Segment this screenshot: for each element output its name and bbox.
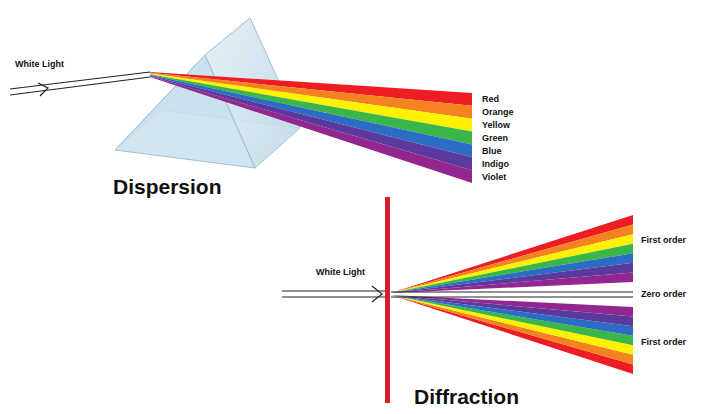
spectrum-band — [391, 295, 633, 364]
zero-order-beam — [391, 292, 633, 297]
color-label: Orange — [482, 108, 514, 117]
spectrum-band — [391, 244, 633, 293]
spectrum-band — [150, 75, 472, 157]
beam-line — [391, 297, 633, 298]
color-label: Indigo — [482, 160, 509, 169]
spectrum-band — [391, 253, 633, 293]
spectrum-band — [391, 295, 633, 326]
beam-arrowhead — [38, 83, 48, 96]
spectrum-band — [391, 295, 633, 374]
spectrum-band — [391, 234, 633, 293]
prism-front-face — [115, 55, 255, 168]
spectrum-band — [391, 263, 633, 293]
spectrum-band — [150, 74, 472, 144]
spectrum-band — [391, 295, 633, 336]
spectrum-band — [150, 76, 472, 183]
white-light-beam — [10, 72, 150, 96]
spectrum-band — [391, 272, 633, 293]
beam-line — [282, 290, 385, 291]
color-label: Blue — [482, 147, 502, 156]
beam-label: White Light — [15, 60, 64, 69]
beam-arrowhead — [372, 286, 382, 302]
white-light-beam — [282, 286, 385, 302]
spectrum-band — [150, 76, 472, 171]
spectrum-band — [391, 295, 633, 345]
color-label: Violet — [482, 173, 506, 182]
color-label: Yellow — [482, 121, 510, 130]
order-label: First order — [641, 236, 686, 245]
spectrum-band — [391, 225, 633, 293]
spectrum-band — [391, 295, 633, 317]
section-title: Dispersion — [113, 176, 222, 197]
section-title: Diffraction — [414, 386, 519, 407]
spectrum-band — [391, 215, 633, 293]
dispersion-spectrum — [150, 72, 472, 183]
order-label: Zero order — [641, 290, 686, 299]
diffraction-grating — [385, 197, 390, 403]
color-label: Red — [482, 95, 499, 104]
beam-label: White Light — [316, 268, 365, 277]
diffraction-spectra — [391, 215, 633, 374]
order-label: First order — [641, 338, 686, 347]
color-label: Green — [482, 134, 508, 143]
beam-line — [10, 72, 150, 89]
beam-line — [391, 292, 633, 293]
spectrum-band — [391, 295, 633, 355]
beam-line — [282, 296, 385, 297]
